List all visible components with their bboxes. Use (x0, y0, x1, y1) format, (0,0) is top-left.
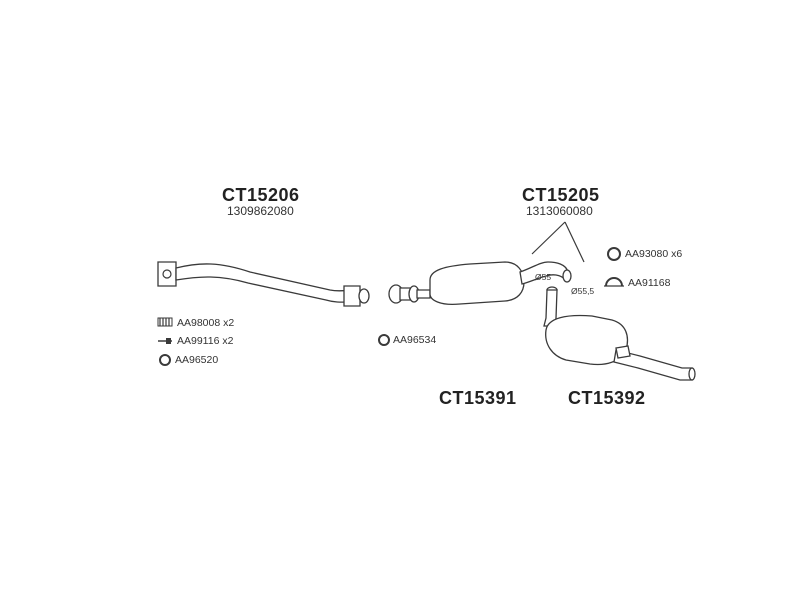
clamp-icon (604, 277, 624, 287)
front-pipe-drawing (157, 261, 370, 307)
leader-line-1 (531, 221, 566, 255)
leader-line-2 (564, 221, 585, 263)
diameter-label-1: Ø55 (535, 272, 552, 282)
ring-front-label: AA96520 (175, 354, 219, 366)
front-pipe-code: CT15206 (222, 185, 300, 205)
springs-label: AA98008 x2 (177, 317, 235, 329)
center-silencer-code: CT15205 (522, 185, 600, 205)
bolts-label: AA99116 x2 (177, 335, 234, 347)
diameter-label-2: Ø55,5 (571, 286, 595, 296)
ring-mid-label: AA96534 (393, 334, 437, 346)
bolt-icon (158, 338, 172, 344)
rear-silencer-drawing (543, 286, 696, 381)
hanger-icon (607, 247, 621, 261)
front-pipe-oe-number: 1309862080 (227, 204, 294, 218)
hanger-label: AA93080 x6 (625, 248, 683, 260)
spring-icon (157, 317, 173, 327)
rear-silencer-code: CT15392 (568, 388, 646, 408)
center-silencer-drawing (388, 261, 572, 306)
center-silencer-oe-number: 1313060080 (526, 204, 593, 218)
ring-icon-front (159, 354, 171, 366)
ring-icon-mid (378, 334, 390, 346)
mid-part-code: CT15391 (439, 388, 517, 408)
clamp-label: AA91168 (628, 277, 671, 289)
